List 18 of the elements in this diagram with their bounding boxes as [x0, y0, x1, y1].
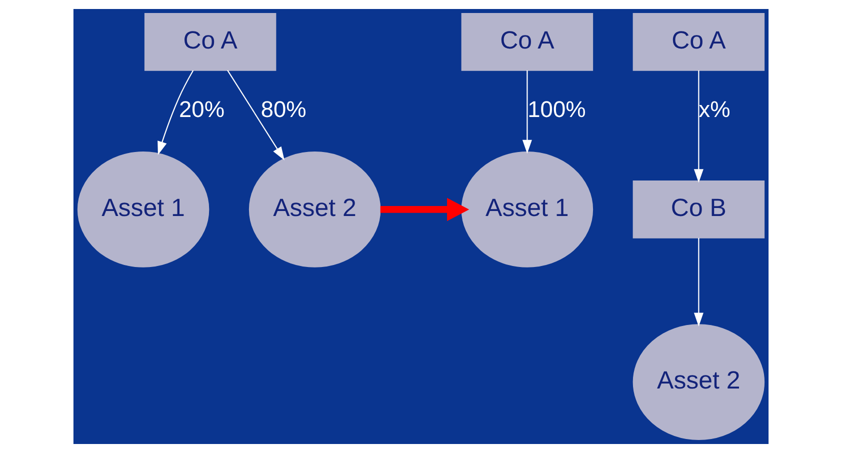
arrow: [522, 70, 532, 154]
edge-label: 20%: [178, 95, 224, 122]
node-ellipse: Asset 2: [632, 324, 764, 440]
arrow: [693, 237, 703, 326]
node-ellipse: Asset 1: [460, 151, 593, 267]
node-box: Co A: [460, 12, 593, 70]
arrow: [380, 197, 469, 221]
node-box: Co A: [632, 12, 764, 70]
node-ellipse: Asset 2: [248, 151, 380, 267]
arrow: [226, 70, 284, 160]
edge-label: x%: [698, 95, 730, 122]
node-box: Co A: [144, 12, 276, 70]
edge-label: 100%: [527, 95, 586, 122]
edge-label: 80%: [260, 95, 306, 122]
arrow: [157, 70, 194, 155]
arrow: [693, 70, 703, 182]
node-ellipse: Asset 1: [76, 151, 209, 267]
node-box: Co B: [632, 180, 764, 238]
